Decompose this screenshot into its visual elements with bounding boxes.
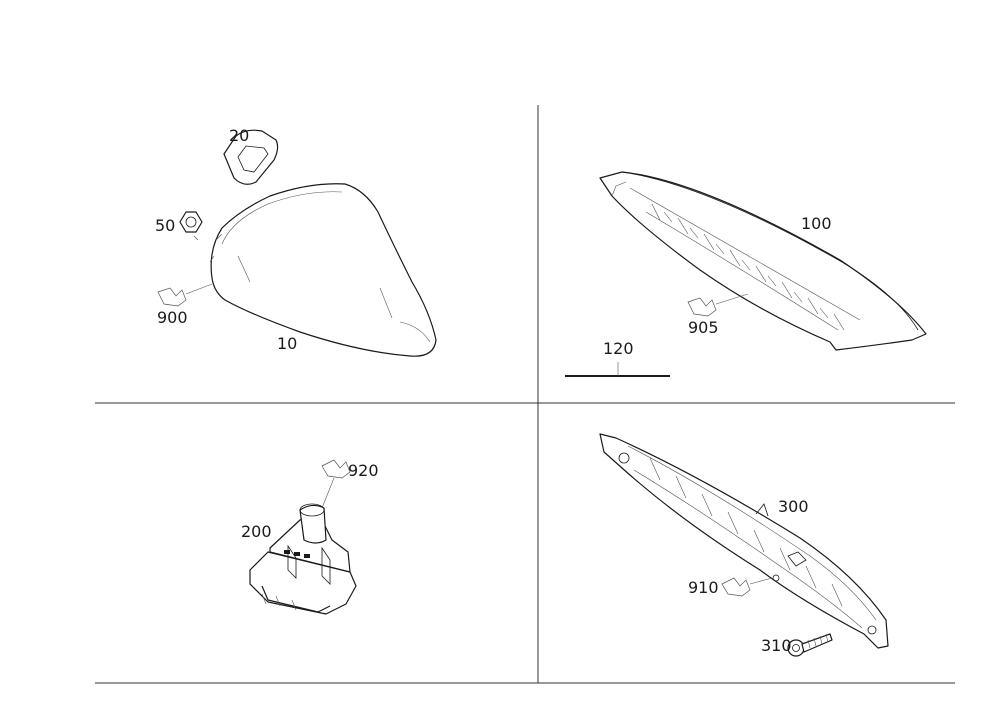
label-connector-905: 905 xyxy=(688,318,719,337)
label-screw: 310 xyxy=(761,636,792,655)
connector-920-part xyxy=(321,459,351,509)
scale-bar xyxy=(565,362,670,377)
label-light-bar: 300 xyxy=(778,497,809,516)
label-lamp: 100 xyxy=(801,214,832,233)
label-connector-910: 910 xyxy=(688,578,719,597)
label-scale: 120 xyxy=(603,339,634,358)
seal-part xyxy=(223,129,279,185)
panel-bottom-right: 300 310 910 xyxy=(599,433,889,657)
label-cover: 10 xyxy=(277,334,297,353)
connector-900-part xyxy=(157,283,213,307)
cover-part xyxy=(209,183,437,357)
panel-top-left: 10 20 50 900 xyxy=(155,126,437,357)
panel-top-right: 100 905 120 xyxy=(565,171,927,377)
lamp-part xyxy=(599,171,927,351)
label-connector-920: 920 xyxy=(348,461,379,480)
connector-905-part xyxy=(687,293,749,317)
screw-part xyxy=(787,633,833,657)
socket-part xyxy=(249,503,357,615)
label-seal: 20 xyxy=(229,126,249,145)
panel-bottom-left: 200 920 xyxy=(241,459,379,615)
label-nut: 50 xyxy=(155,216,175,235)
connector-910-part xyxy=(721,577,773,597)
label-socket: 200 xyxy=(241,522,272,541)
nut-part xyxy=(179,211,203,241)
light-bar-part xyxy=(599,433,889,649)
label-connector-900: 900 xyxy=(157,308,188,327)
